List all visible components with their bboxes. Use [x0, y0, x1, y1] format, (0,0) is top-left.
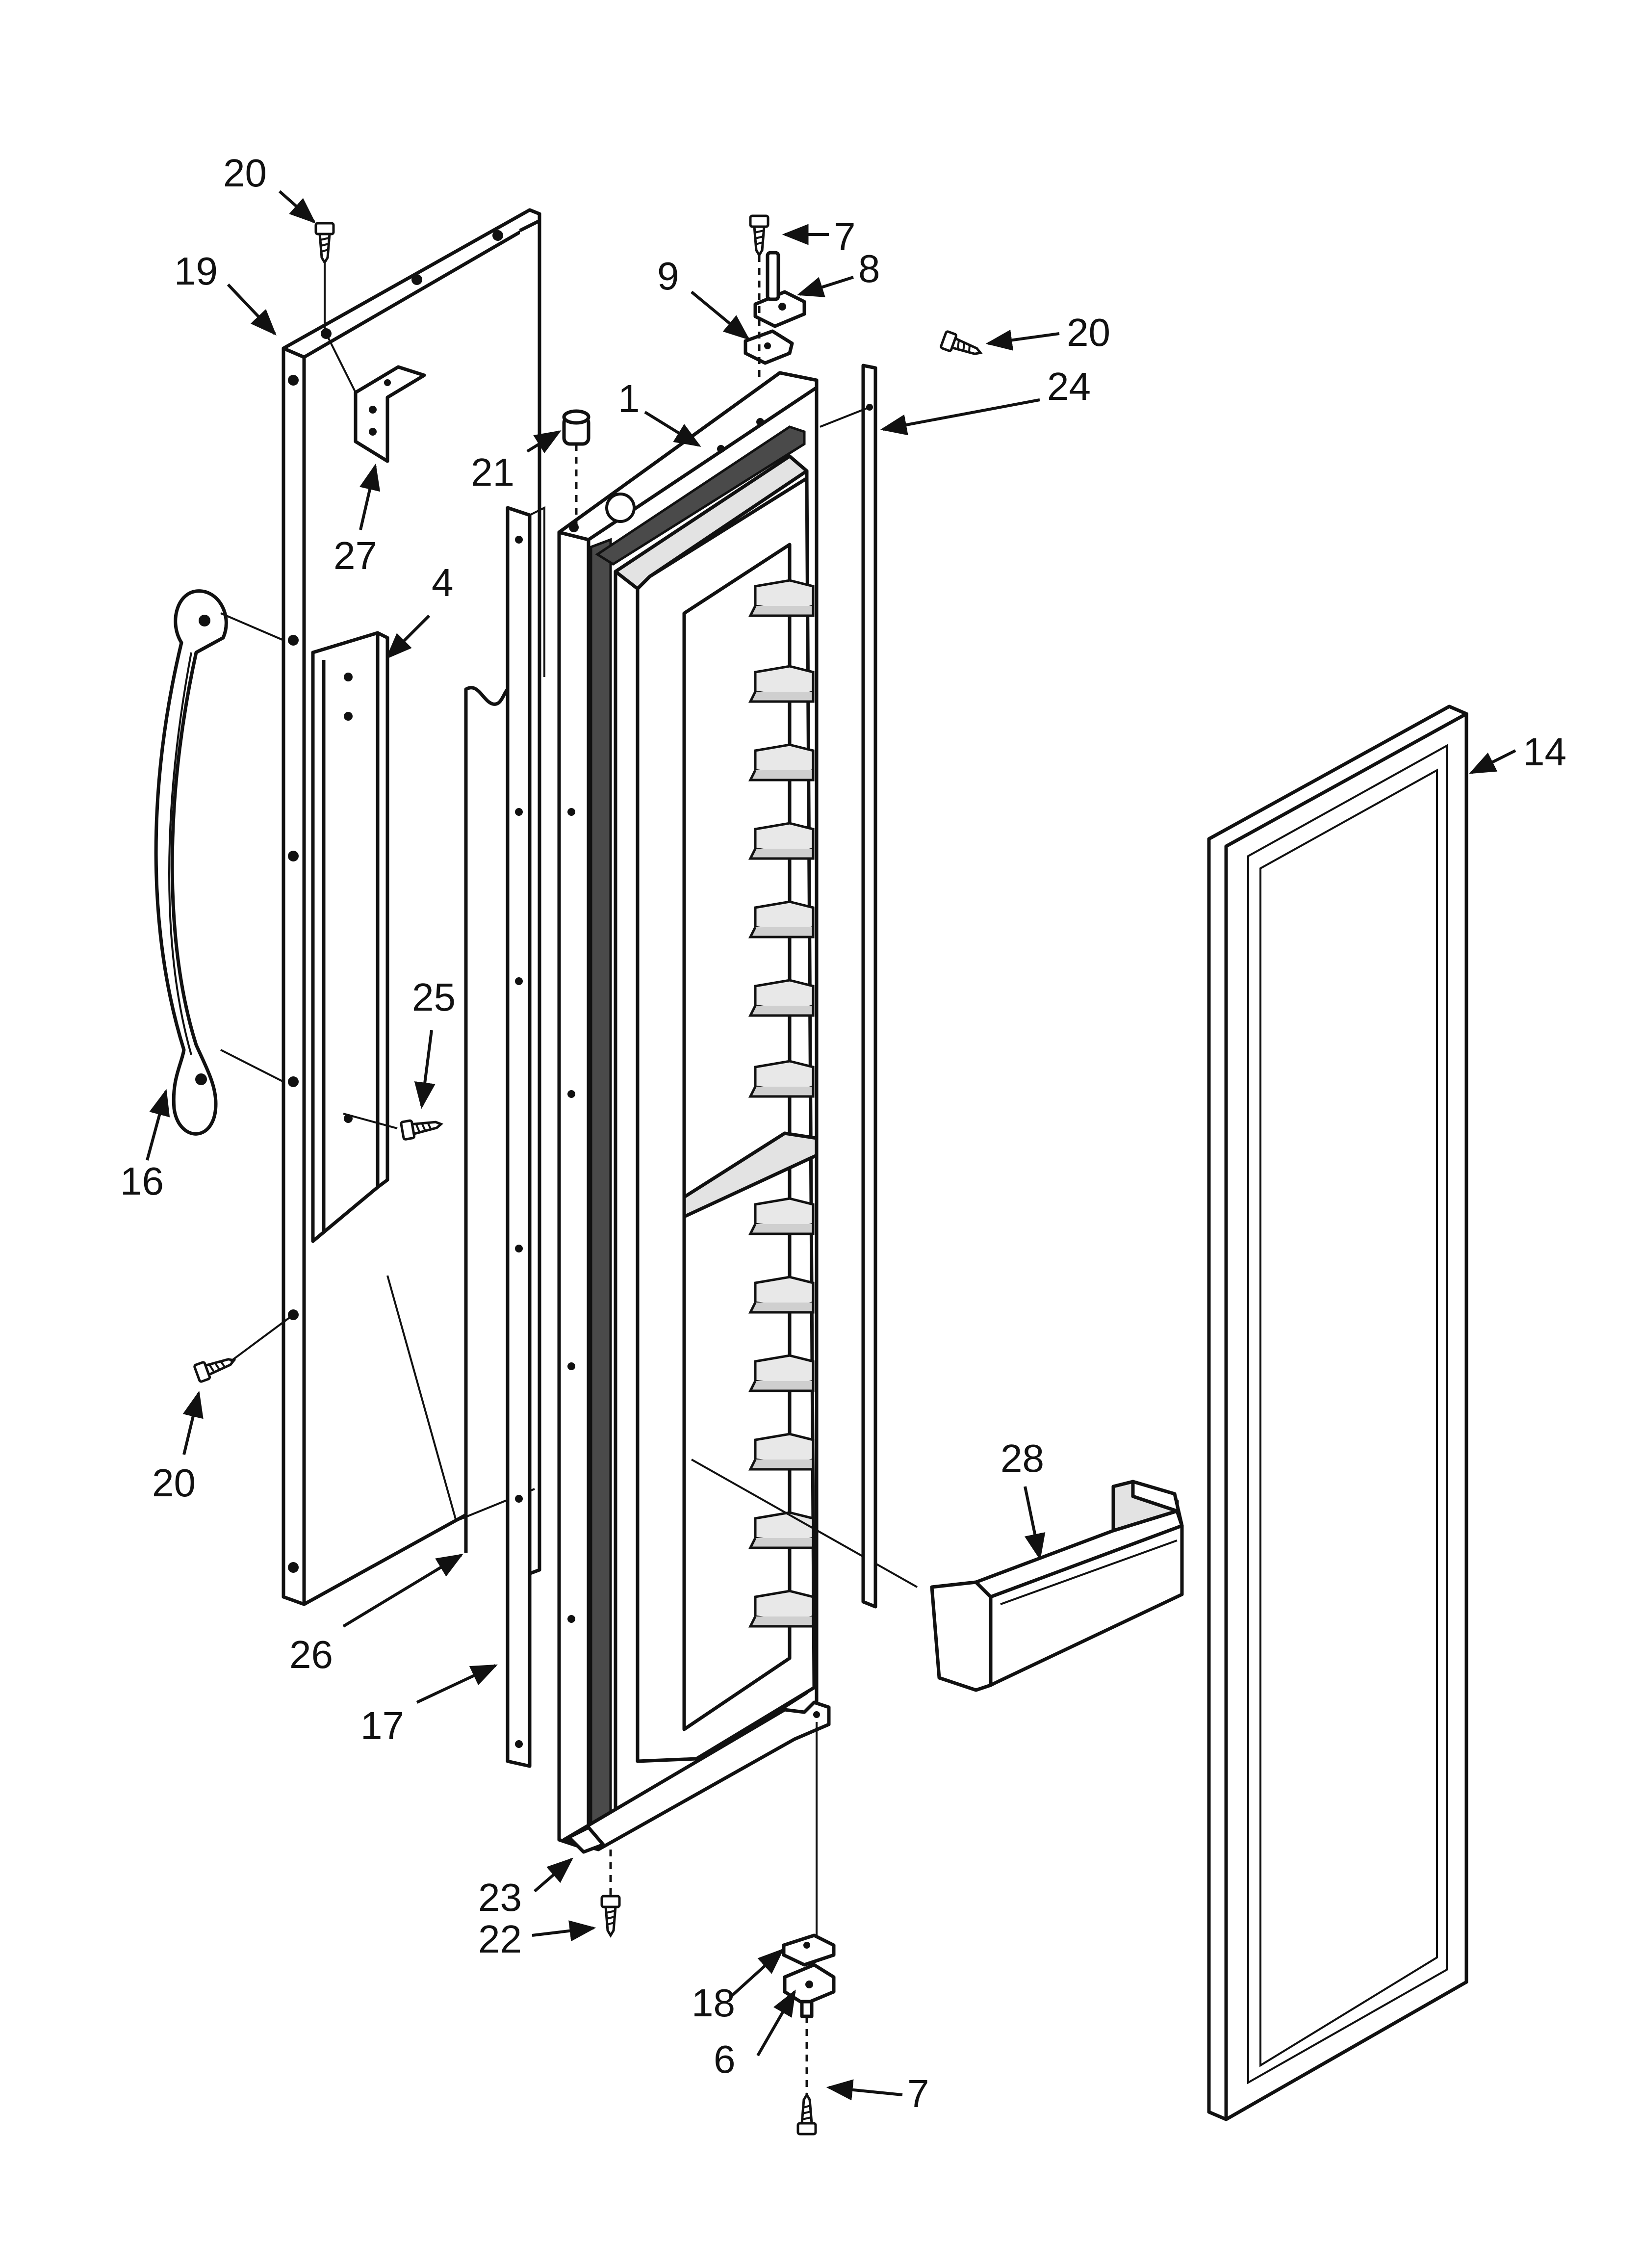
- top-hinge: [753, 251, 806, 328]
- frame-top-screw: [316, 223, 334, 329]
- callout-22: 22: [478, 1917, 522, 1961]
- callout-1: 1: [618, 377, 640, 420]
- door-assembly: [557, 371, 918, 1851]
- callout-28: 28: [1001, 1436, 1044, 1480]
- door-plug: [562, 409, 590, 530]
- door-bin: [930, 1480, 1184, 1692]
- callout-20-top-left: 20: [223, 151, 267, 195]
- top-right-screw: [941, 331, 983, 361]
- door-gasket: [1207, 704, 1468, 2121]
- callout-18: 18: [692, 1981, 735, 2025]
- callout-7-bottom: 7: [907, 2072, 929, 2115]
- angle-bracket: [325, 333, 426, 463]
- callout-6: 6: [714, 2037, 736, 2081]
- callout-26: 26: [289, 1633, 333, 1676]
- callout-23: 23: [478, 1876, 522, 1919]
- callout-leaders: [146, 190, 1516, 2101]
- callout-14: 14: [1523, 730, 1566, 774]
- callout-25: 25: [412, 975, 456, 1019]
- callout-20-lower-left: 20: [152, 1461, 196, 1505]
- callout-16: 16: [120, 1159, 164, 1203]
- frame-lower-screw: [194, 1314, 294, 1382]
- callout-21: 21: [471, 450, 514, 494]
- top-hinge-shim: [744, 329, 794, 365]
- door-handle: [154, 589, 284, 1136]
- hinge-side-trim-strip: [820, 364, 877, 1609]
- callout-4: 4: [432, 561, 454, 604]
- callout-7-top: 7: [834, 215, 856, 259]
- door-trim-strip: [506, 506, 545, 1768]
- callout-9: 9: [657, 254, 679, 298]
- handle-channel: [311, 631, 389, 1243]
- bottom-bracket-plate: [562, 1700, 831, 1943]
- channel-screw: [343, 1113, 442, 1140]
- callout-labels: 20 19 7 8 9 20 1 24 21 27 4 14 25 16 20 …: [120, 151, 1566, 2115]
- bottom-plate-screw: [602, 1850, 619, 1935]
- lower-hinge-screw: [798, 2095, 816, 2134]
- callout-20-top-right: 20: [1067, 311, 1110, 354]
- callout-19: 19: [174, 249, 218, 293]
- callout-24: 24: [1047, 365, 1091, 408]
- lower-hinge-shim: [782, 1933, 836, 1967]
- lower-hinge: [783, 1963, 836, 2097]
- callout-17: 17: [360, 1704, 404, 1747]
- callout-27: 27: [334, 534, 377, 577]
- top-hinge-screw: [750, 216, 768, 255]
- callout-8: 8: [858, 247, 880, 290]
